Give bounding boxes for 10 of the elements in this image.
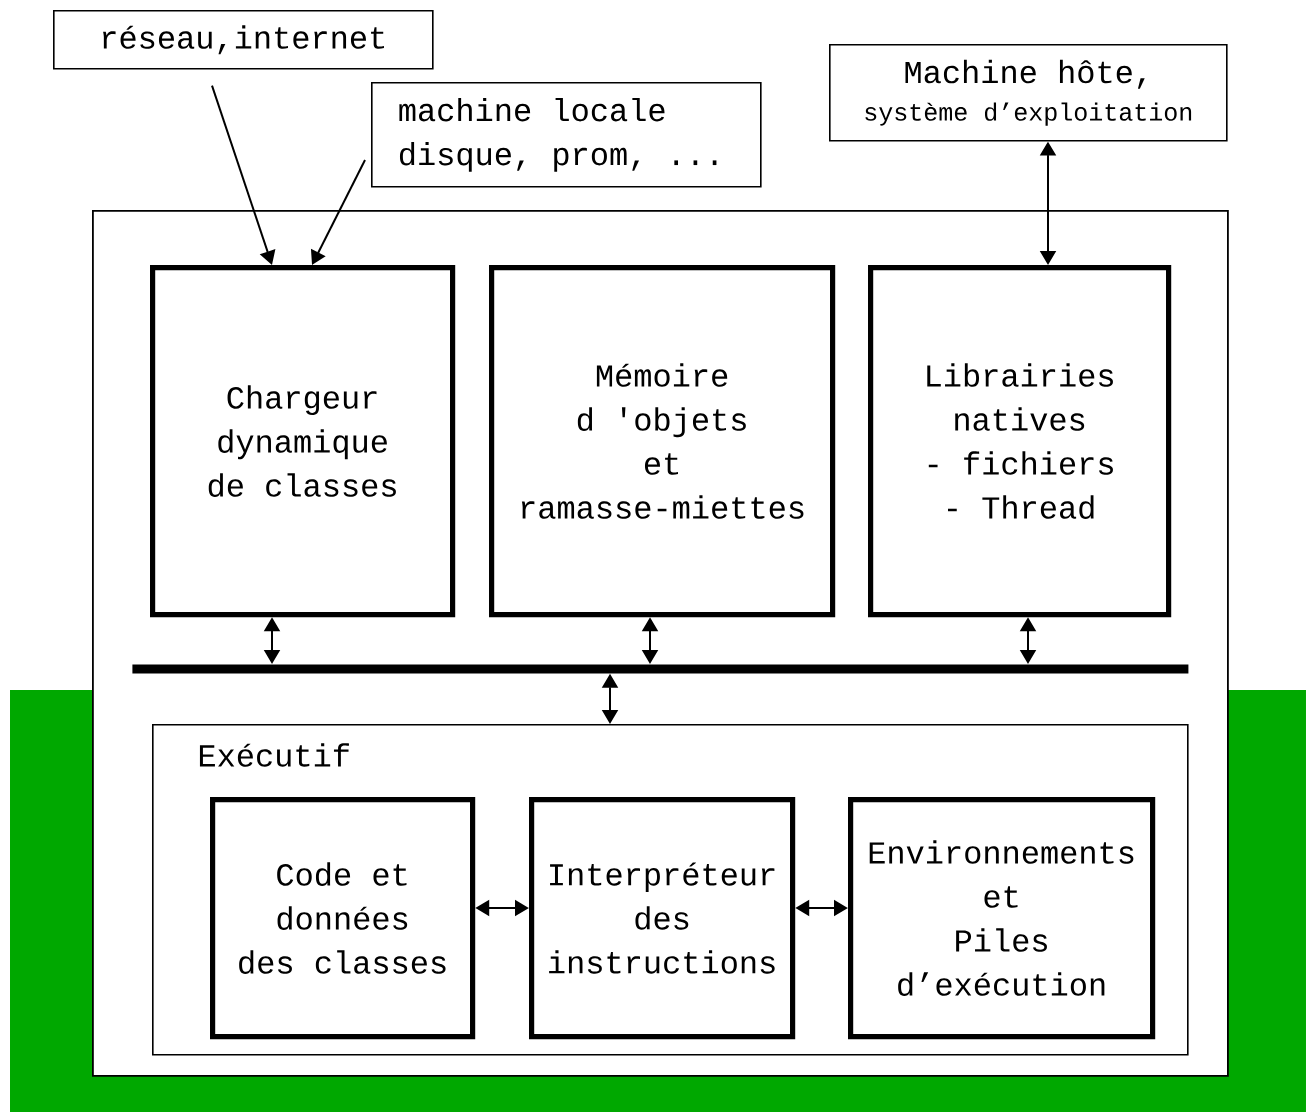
source-box: réseau,internet <box>53 10 434 70</box>
arrow <box>211 84 276 265</box>
source-box: machine locale disque, prom, ... <box>371 82 762 188</box>
module-box: Environnements et Piles d’exécution <box>848 797 1156 1040</box>
module-box: Chargeur dynamique de classes <box>150 265 456 618</box>
module-box: Mémoire d 'objets et ramasse-miettes <box>489 265 836 618</box>
module-box: Interpréteur des instructions <box>529 797 796 1040</box>
module-box: Code et données des classes <box>210 797 476 1040</box>
module-box: Librairies natives - fichiers - Thread <box>868 265 1172 618</box>
host-box: Machine hôte, système d’exploitation <box>829 44 1228 142</box>
